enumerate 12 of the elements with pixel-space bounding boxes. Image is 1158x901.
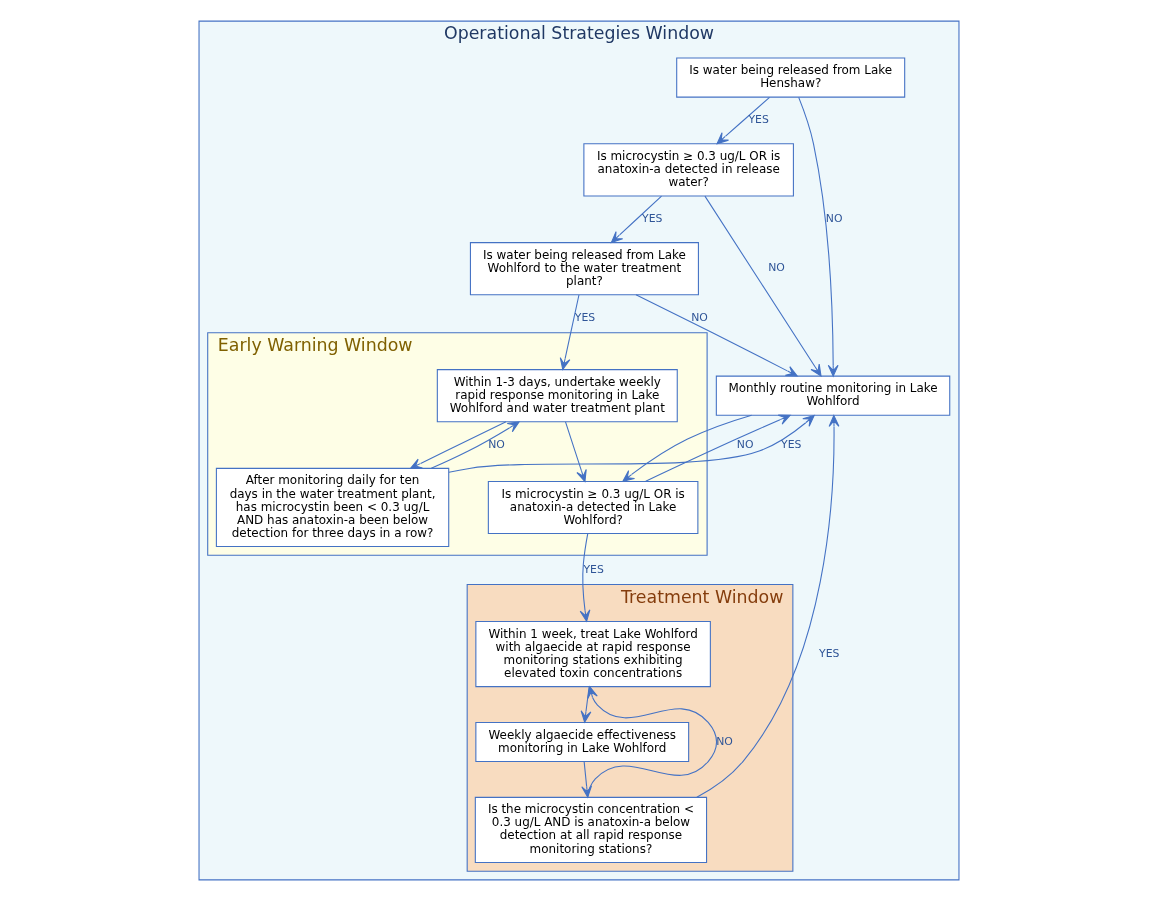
- edge-label: NO: [488, 437, 505, 451]
- edge-label: NO: [716, 734, 733, 748]
- edge-label: NO: [691, 310, 708, 324]
- edge-label: NO: [825, 211, 843, 225]
- edge-label: NO: [768, 261, 785, 275]
- edge-label: YES: [819, 646, 840, 660]
- edge-label: YES: [642, 211, 663, 225]
- edge-label: NO: [736, 437, 754, 451]
- edge-label: YES: [748, 113, 769, 127]
- edge-label: YES: [574, 310, 596, 324]
- edge-label: YES: [781, 437, 802, 451]
- edge-label: YES: [583, 562, 604, 576]
